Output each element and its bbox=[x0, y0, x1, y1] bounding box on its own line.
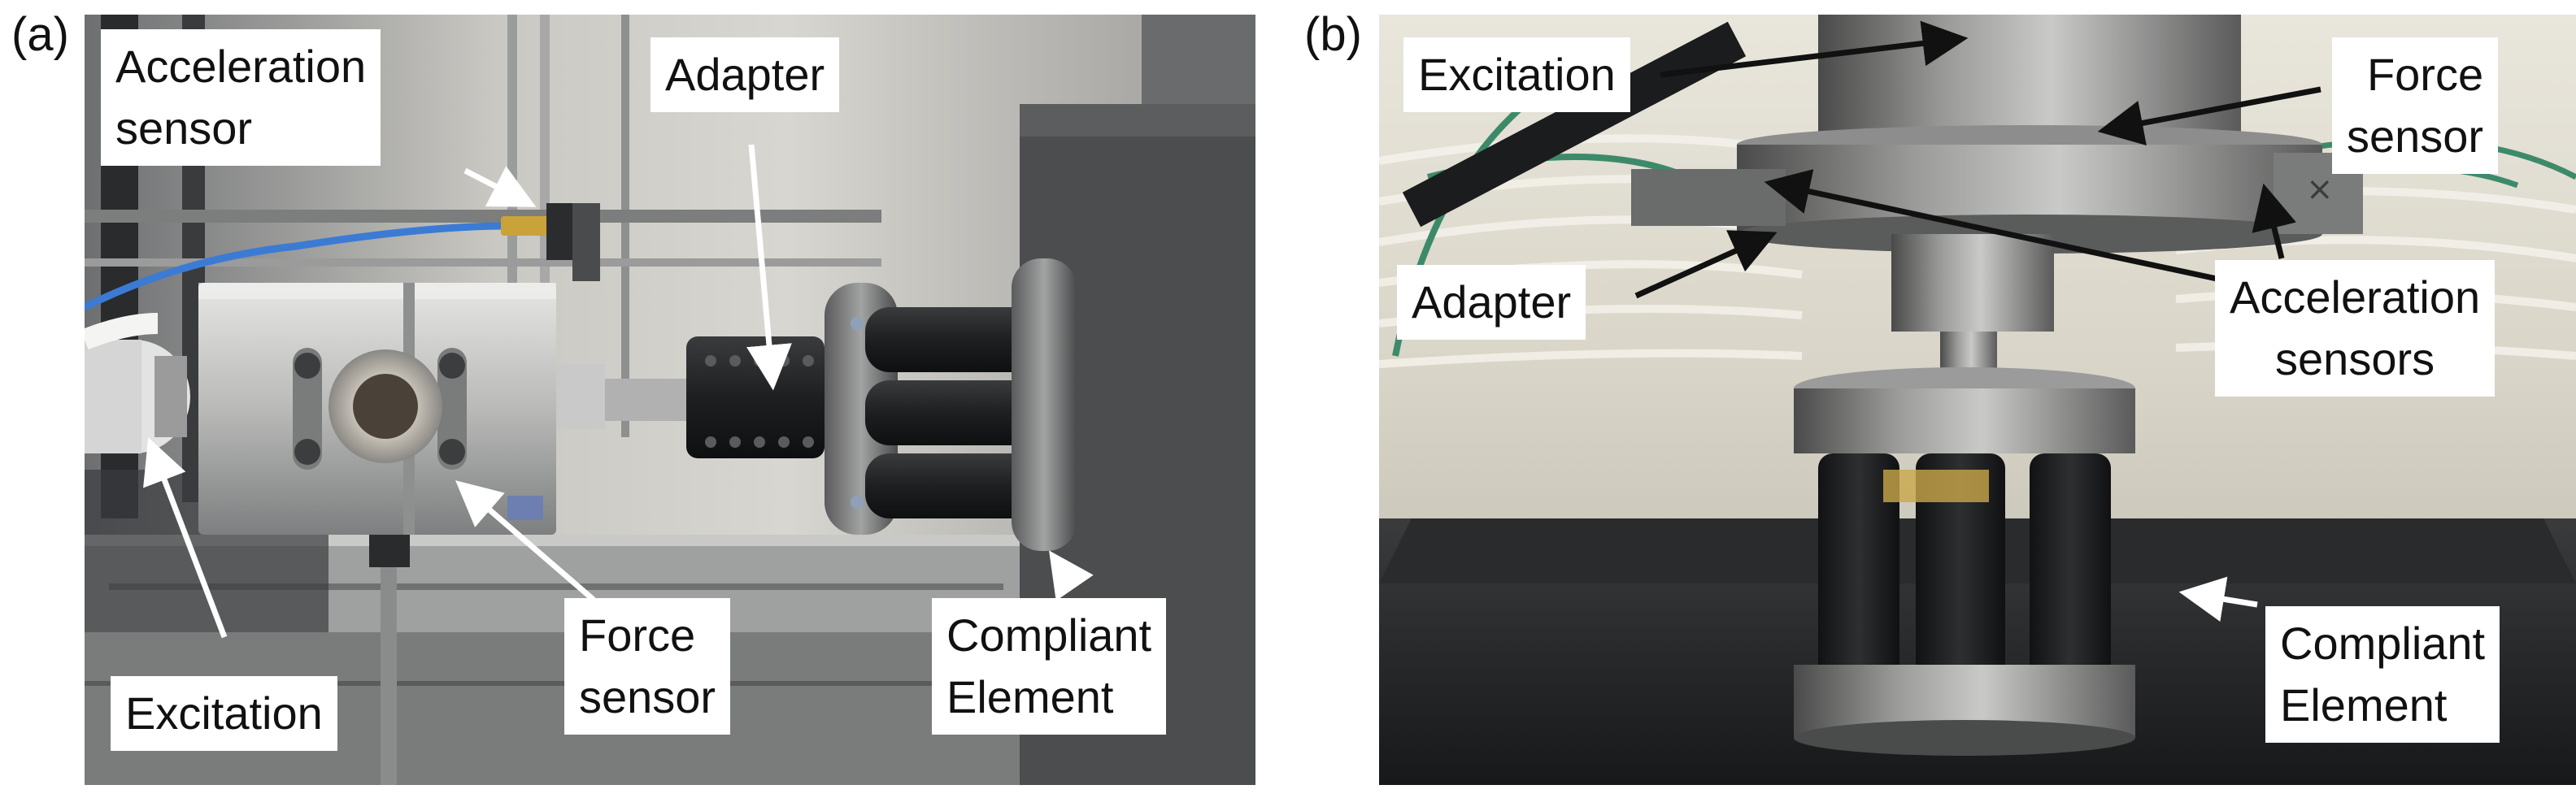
label-b-force-sensor: Force sensor bbox=[2332, 37, 2499, 174]
label-a-compliant-element: Compliant Element bbox=[932, 598, 1167, 735]
label-a-excitation: Excitation bbox=[111, 676, 337, 751]
svg-text:×: × bbox=[2306, 171, 2334, 208]
label-a-adapter: Adapter bbox=[651, 37, 840, 112]
label-a-force-sensor: Force sensor bbox=[564, 598, 731, 735]
label-b-acceleration-sensors: Acceleration sensors bbox=[2215, 260, 2496, 397]
panel-a-letter: (a) bbox=[11, 8, 69, 61]
label-b-compliant-element: Compliant Element bbox=[2265, 606, 2500, 743]
label-a-acceleration-sensor: Acceleration sensor bbox=[101, 29, 381, 166]
label-b-adapter: Adapter bbox=[1397, 265, 1586, 340]
panel-b-letter: (b) bbox=[1304, 8, 1362, 61]
label-b-excitation: Excitation bbox=[1403, 37, 1630, 112]
